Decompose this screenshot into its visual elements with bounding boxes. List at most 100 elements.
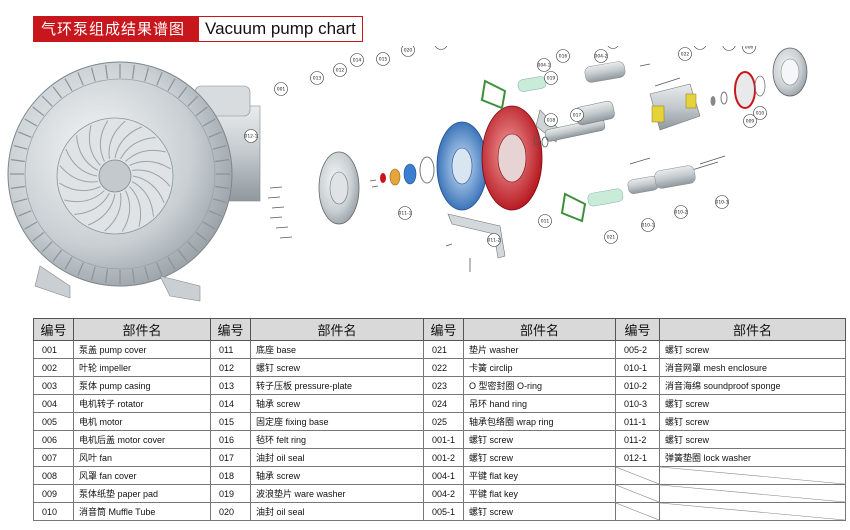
part-name-cell: 波浪垫片 ware washer (250, 484, 424, 503)
callout-021: 021 (604, 230, 618, 244)
part-number-cell: 005 (33, 412, 74, 431)
part-number-cell: 001 (33, 340, 74, 359)
table-empty-cell (615, 502, 660, 521)
impeller (436, 121, 488, 211)
part-number-cell: 014 (210, 394, 251, 413)
yellow-ring (389, 168, 401, 186)
o-ring (419, 156, 435, 184)
part-name-cell: 轴承 screw (250, 394, 424, 413)
table-empty-cell (615, 466, 660, 485)
svg-text:010-1: 010-1 (641, 223, 654, 229)
svg-text:004-1: 004-1 (537, 63, 550, 69)
table-header-cell: 编号 (210, 318, 251, 341)
svg-text:010: 010 (756, 111, 765, 117)
part-number-cell: 008 (33, 466, 74, 485)
part-name-cell: 电机后盖 motor cover (73, 430, 211, 449)
exploded-view-diagram: 001012-1013012014015020002003004005005-2… (7, 46, 808, 302)
part-number-cell: 005-1 (423, 502, 464, 521)
svg-text:013: 013 (313, 76, 322, 82)
table-header-cell: 编号 (423, 318, 464, 341)
svg-text:023: 023 (696, 46, 705, 47)
part-name-cell: O 型密封圈 O-ring (463, 376, 616, 395)
callout-011: 011 (538, 214, 552, 228)
table-header-cell: 部件名 (659, 318, 846, 341)
svg-text:002: 002 (437, 46, 446, 47)
svg-text:018: 018 (547, 118, 556, 124)
callout-010-2: 010-2 (674, 205, 688, 219)
callout-009: 009 (743, 114, 757, 128)
part-name-cell: 螺钉 screw (250, 358, 424, 377)
part-name-cell: 螺钉 screw (463, 502, 616, 521)
part-name-cell: 电机转子 rotator (73, 394, 211, 413)
part-number-cell: 020 (210, 502, 251, 521)
title-english: Vacuum pump chart (198, 16, 363, 42)
table-header-cell: 部件名 (73, 318, 211, 341)
svg-text:021: 021 (607, 235, 616, 241)
part-number-cell: 010-3 (615, 394, 660, 413)
svg-text:004-2: 004-2 (594, 54, 607, 60)
table-header-cell: 编号 (615, 318, 660, 341)
part-name-cell: 毡环 felt ring (250, 430, 424, 449)
callout-010: 010 (753, 106, 767, 120)
part-number-cell: 005-2 (615, 340, 660, 359)
callout-019: 019 (544, 71, 558, 85)
callout-014: 014 (350, 53, 364, 67)
part-name-cell: 油封 oil seal (250, 502, 424, 521)
part-name-cell: 螺钉 screw (463, 448, 616, 467)
callout-004-1: 004-1 (537, 58, 551, 72)
part-number-cell: 010-1 (615, 358, 660, 377)
svg-text:010-3: 010-3 (715, 200, 728, 206)
part-name-cell: 泵体纸垫 paper pad (73, 484, 211, 503)
svg-text:019: 019 (547, 76, 556, 82)
part-number-cell: 021 (423, 340, 464, 359)
part-number-cell: 006 (33, 430, 74, 449)
svg-text:012-1: 012-1 (244, 134, 257, 140)
svg-text:010-2: 010-2 (674, 210, 687, 216)
title-bar: 气环泵组成结果谱图 Vacuum pump chart (33, 16, 363, 42)
svg-text:001: 001 (277, 87, 286, 93)
part-name-cell: 叶轮 impeller (73, 358, 211, 377)
part-name-cell: 固定座 fixing base (250, 412, 424, 431)
svg-text:009: 009 (746, 119, 755, 125)
red-washer (380, 173, 386, 183)
table-header-row: 编号部件名编号部件名编号部件名编号部件名 (33, 318, 846, 341)
callout-010-3: 010-3 (715, 195, 729, 209)
part-name-cell: 垫片 washer (463, 340, 616, 359)
part-number-cell: 013 (210, 376, 251, 395)
callout-023: 023 (693, 46, 707, 50)
table-header-cell: 部件名 (463, 318, 616, 341)
part-name-cell: 轴承 screw (250, 466, 424, 485)
part-number-cell: 024 (423, 394, 464, 413)
part-number-cell: 001-1 (423, 430, 464, 449)
svg-text:006: 006 (745, 46, 754, 51)
part-number-cell: 023 (423, 376, 464, 395)
svg-text:011-2: 011-2 (487, 238, 500, 244)
callout-016: 016 (556, 49, 570, 63)
callout-018: 018 (544, 113, 558, 127)
callout-002: 002 (434, 46, 448, 50)
part-name-cell: 吊环 hand ring (463, 394, 616, 413)
callout-010-1: 010-1 (641, 218, 655, 232)
callout-004-2: 004-2 (594, 49, 608, 63)
svg-text:025: 025 (725, 46, 734, 48)
callout-022: 022 (678, 47, 692, 61)
svg-text:012: 012 (336, 68, 345, 74)
part-number-cell: 004-1 (423, 466, 464, 485)
base-bracket (447, 213, 506, 259)
part-number-cell: 018 (210, 466, 251, 485)
part-number-cell: 022 (423, 358, 464, 377)
title-chinese: 气环泵组成结果谱图 (33, 16, 198, 42)
muffle-tubes (517, 61, 696, 207)
part-number-cell: 004 (33, 394, 74, 413)
part-name-cell: 消音海绵 soundproof sponge (659, 376, 846, 395)
svg-text:016: 016 (559, 54, 568, 60)
part-number-cell: 011 (210, 340, 251, 359)
part-name-cell: 轴承包络圈 wrap ring (463, 412, 616, 431)
svg-text:017: 017 (573, 113, 582, 119)
